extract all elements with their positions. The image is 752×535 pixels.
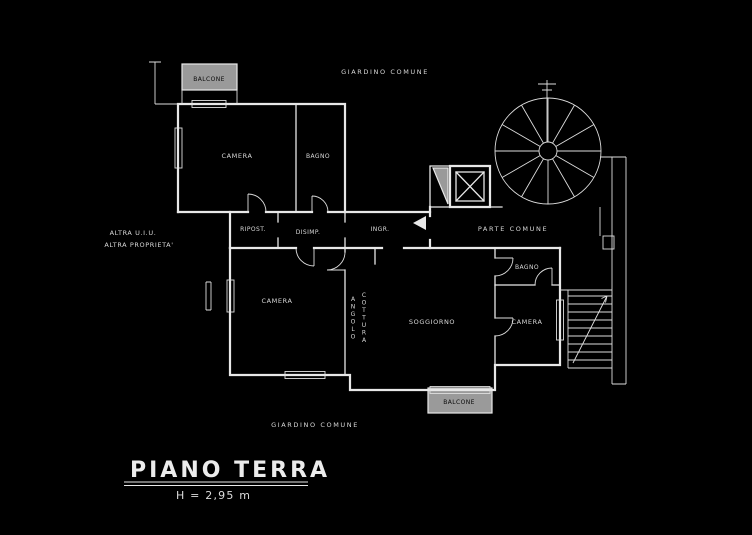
label-living-room: SOGGIORNO <box>409 318 455 326</box>
door-bathroom-e <box>494 257 514 277</box>
window-w-left <box>226 279 235 313</box>
balcony-top-connectors <box>181 90 238 104</box>
right-boundary <box>599 156 627 385</box>
property-boundary <box>149 61 178 105</box>
hatched-areas <box>181 63 493 414</box>
label-bedroom-w: CAMERA <box>262 297 293 305</box>
floor-title: PIANO TERRA <box>130 458 330 483</box>
stair-fan-area <box>432 167 449 205</box>
label-bedroom-nw: CAMERA <box>222 152 253 160</box>
label-other-property-2: ALTRA PROPRIETA' <box>104 241 173 249</box>
label-balcony-top: BALCONE <box>193 76 225 83</box>
detail-lines <box>149 61 615 394</box>
title-block: PIANO TERRA H = 2,95 m <box>124 458 330 502</box>
stair-direction-line <box>572 295 608 364</box>
label-bedroom-e: CAMERA <box>512 318 543 326</box>
entrance-arrow-icon <box>413 216 426 230</box>
window-e-right <box>556 299 564 341</box>
window-living-bottom <box>429 386 491 394</box>
label-garden-top: GIARDINO COMUNE <box>341 68 429 76</box>
height-note: H = 2,95 m <box>176 489 251 502</box>
balcony-top-area <box>181 63 238 91</box>
label-hallway: DISIMP. <box>296 229 321 236</box>
door-bathroom-n <box>311 195 329 213</box>
label-other-property-1: ALTRA U.I.U. <box>110 229 157 237</box>
label-storage: RIPOST. <box>240 226 266 233</box>
door-bedroom-e <box>494 317 514 337</box>
spiral-staircase <box>494 80 602 205</box>
external-stairs <box>560 289 612 369</box>
window-right-corridor <box>602 235 615 250</box>
labels: BALCONE GIARDINO COMUNE CAMERA BAGNO ALT… <box>104 68 548 429</box>
label-garden-bottom: GIARDINO COMUNE <box>271 421 359 429</box>
fence-left <box>205 281 212 311</box>
label-common-part: PARTE COMUNE <box>478 225 548 233</box>
door-kitchen <box>326 251 346 271</box>
interior-walls <box>277 103 561 391</box>
door-bath-divider <box>534 267 553 286</box>
window-w-bottom <box>284 371 326 379</box>
door-nw <box>247 193 267 213</box>
stair-pole <box>538 80 556 142</box>
balcony-bottom-area <box>427 387 493 414</box>
exterior-walls <box>176 102 562 392</box>
title-underline <box>124 481 308 487</box>
door-bedroom-w <box>295 247 315 267</box>
window-nw-left <box>174 127 183 169</box>
window-nw-top <box>191 100 227 108</box>
label-balcony-bottom: BALCONE <box>443 399 475 406</box>
label-bathroom-n: BAGNO <box>306 153 330 160</box>
label-bathroom-e: BAGNO <box>515 264 539 271</box>
label-entrance: INGR. <box>371 226 390 233</box>
